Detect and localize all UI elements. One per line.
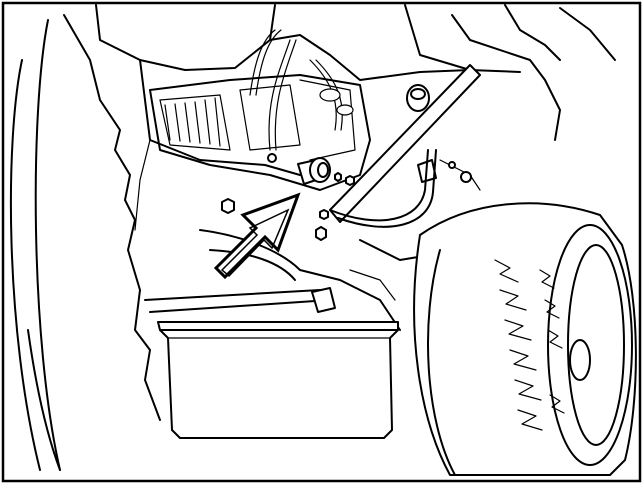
left-tire [9,14,161,471]
lower-linkage [144,229,431,331]
drain-pan [157,321,399,439]
right-tire [413,202,637,476]
wire-harness [249,29,354,151]
drain-fitting [297,157,331,185]
support-rod [329,64,481,223]
bolts [221,172,355,241]
hydraulic-line [329,149,481,228]
transmission-housing [149,74,371,191]
up-right-arrow-icon [213,192,301,280]
